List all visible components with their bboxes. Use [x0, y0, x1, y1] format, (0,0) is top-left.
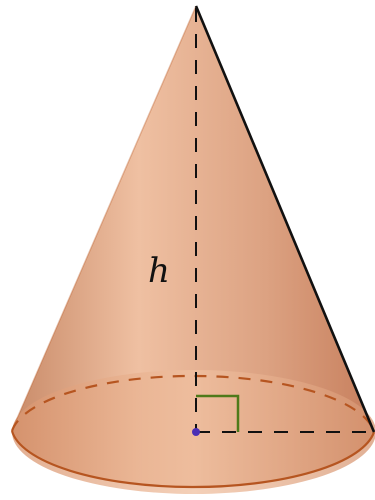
center-point-icon [192, 428, 200, 436]
right-angle-marker [196, 394, 240, 432]
cone-right-edge [194, 5, 375, 433]
cone-side-surface [12, 6, 374, 487]
height-label: h [148, 251, 170, 291]
base-front-edge [10, 430, 375, 489]
base-back-edge-dashed [10, 374, 375, 433]
cone-left-edge [11, 5, 197, 431]
